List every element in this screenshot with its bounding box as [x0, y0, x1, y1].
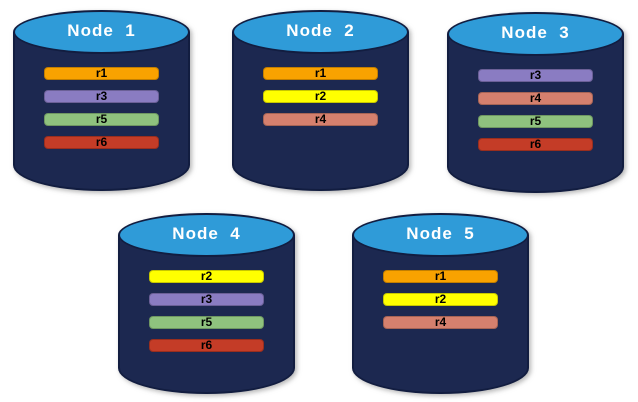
cylinder-top-ellipse: [352, 213, 529, 257]
replica-bar-r5: r5: [478, 115, 593, 128]
node-cylinder-4: Node 4 r2 r3 r5 r6: [118, 213, 295, 394]
node-label: Node 4: [172, 224, 241, 243]
replica-bar-r3: r3: [149, 293, 264, 306]
node-label: Node 2: [286, 21, 355, 40]
replica-bar-r6: r6: [44, 136, 159, 149]
node-cylinder-3: Node 3 r3 r4 r5 r6: [447, 12, 624, 193]
node-label: Node 5: [406, 224, 475, 243]
replica-bars: r2 r3 r5 r6: [118, 270, 295, 362]
cylinder-body: [118, 235, 295, 394]
cylinder-body: [352, 235, 529, 394]
replica-bar-r3: r3: [44, 90, 159, 103]
replica-bars: r1 r3 r5 r6: [13, 67, 190, 159]
node-label: Node 3: [501, 23, 570, 42]
replica-bar-r1: r1: [383, 270, 498, 283]
cylinder-body: [13, 32, 190, 191]
replica-bar-r2: r2: [383, 293, 498, 306]
cylinder-top-ellipse: [118, 213, 295, 257]
replica-bar-r4: r4: [263, 113, 378, 126]
replica-bar-r6: r6: [149, 339, 264, 352]
cylinder-top-ellipse: [232, 10, 409, 54]
replica-bar-r4: r4: [478, 92, 593, 105]
replica-bar-r6: r6: [478, 138, 593, 151]
replica-bar-r1: r1: [263, 67, 378, 80]
replica-bars: r1 r2 r4: [232, 67, 409, 136]
replica-bar-r5: r5: [44, 113, 159, 126]
replica-bar-r1: r1: [44, 67, 159, 80]
cylinder-body: [232, 32, 409, 191]
replica-bars: r1 r2 r4: [352, 270, 529, 339]
replica-bar-r3: r3: [478, 69, 593, 82]
node-cylinder-1: Node 1 r1 r3 r5 r6: [13, 10, 190, 191]
cylinder-top-ellipse: [13, 10, 190, 54]
node-cylinder-5: Node 5 r1 r2 r4: [352, 213, 529, 394]
node-label: Node 1: [67, 21, 136, 40]
replica-bars: r3 r4 r5 r6: [447, 69, 624, 161]
replica-bar-r2: r2: [263, 90, 378, 103]
replica-bar-r2: r2: [149, 270, 264, 283]
replica-bar-r5: r5: [149, 316, 264, 329]
node-cylinder-2: Node 2 r1 r2 r4: [232, 10, 409, 191]
cylinder-top-ellipse: [447, 12, 624, 56]
replica-bar-r4: r4: [383, 316, 498, 329]
cylinder-body: [447, 34, 624, 193]
